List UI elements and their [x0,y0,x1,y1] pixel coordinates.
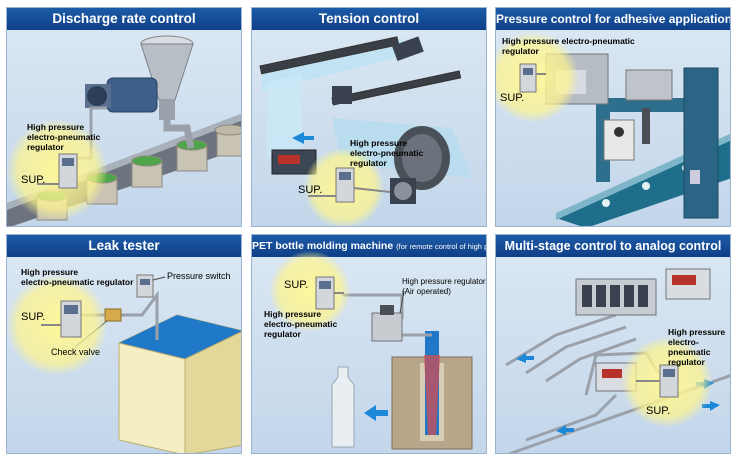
highlight-glow [7,120,107,220]
regulator-illustration [636,364,679,398]
hp-regulator-label: High pressure regulator (Air operated) [402,277,486,296]
regulator-label: High pressure electro-pneumatic regulato… [502,36,635,56]
tension-illustration [259,36,472,204]
panel-leak-tester: Leak tester High pressure electro-pneuma… [6,234,242,454]
regulator-illustration [519,63,546,93]
panel-multistage: Multi-stage control to analog control [495,234,731,454]
panel-title: Pressure control for adhesive applicatio… [496,8,730,30]
regulator-illustration [41,300,82,338]
highlight-glow [496,32,578,122]
regulator-illustration [315,276,344,310]
leak-illustration [74,274,241,453]
regulator-illustration [37,153,78,189]
panel-adhesive: Pressure control for adhesive applicatio… [495,7,731,227]
panel-title-note: (for remote control of high pressure reg… [396,242,486,251]
pressure-switch-label: Pressure switch [167,271,231,281]
panel-title: Tension control [252,8,486,30]
sup-label: SUP. [284,279,309,291]
panel-title: Multi-stage control to analog control [496,235,730,257]
adhesive-illustration [545,53,730,226]
sup-label: SUP. [646,405,671,417]
panel-pet-bottle: PET bottle molding machine (for remote c… [251,234,487,454]
pet-illustration [331,290,473,450]
panel-tension: Tension control High pressure electro-pn… [251,7,487,227]
panel-discharge-rate: Discharge rate control High pressure ele… [6,7,242,227]
regulator-label: High pressure electro-pneumatic regulato… [350,138,424,168]
regulator-label: High pressure electro-pneumatic regulato… [21,267,134,287]
highlight-glow [270,251,350,331]
regulator-illustration [308,167,391,203]
sup-label: SUP. [21,174,46,186]
regulator-label: High pressure electro-pneumatic regulato… [668,327,726,367]
check-valve-label: Check valve [51,347,101,357]
panel-title: Leak tester [7,235,241,257]
regulator-label: High pressure electro-pneumatic regulato… [264,309,338,339]
panel-title: Discharge rate control [7,8,241,30]
sup-label: SUP. [21,311,46,323]
sup-label: SUP. [298,184,323,196]
panel-title-main: PET bottle molding machine [252,240,394,252]
multistage-illustration [505,268,730,453]
sup-label: SUP. [500,92,525,104]
regulator-label: High pressure electro-pneumatic regulato… [27,122,101,152]
